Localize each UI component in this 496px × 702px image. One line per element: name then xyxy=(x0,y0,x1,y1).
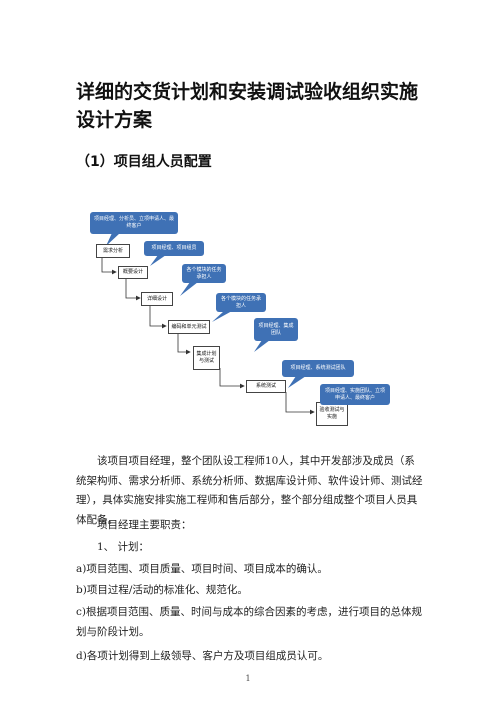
paragraph-pm-duties: 项目经理主要职责： xyxy=(97,519,192,531)
connector-4 xyxy=(177,334,191,355)
stage-box-system-test: 系统测试 xyxy=(246,380,286,393)
callout-tail-5 xyxy=(254,340,270,352)
stage-box-coding-unit-test: 编码和单元测试 xyxy=(168,320,210,334)
callout-tail-4 xyxy=(212,311,232,322)
callout-acceptance-roles: 项目经理、实施团队、立项申请人、最终客户 xyxy=(320,384,390,405)
stage-box-acceptance: 验收测试与实施 xyxy=(316,402,348,426)
paragraph-team-overview: 该项目项目经理，整个团队设工程师10人，其中开发部涉及成员（系统架构师、需求分析… xyxy=(76,455,423,526)
callout-tail-3 xyxy=(180,282,198,296)
callout-integration-roles: 项目经理、集成团队 xyxy=(254,318,298,341)
paragraph-plan-heading: 1、 计划： xyxy=(97,541,150,553)
stage-box-requirements: 需求分析 xyxy=(96,244,130,258)
stage-box-integration: 集成计划与测试 xyxy=(193,346,220,370)
callout-system-test-roles: 项目经理、系统测试团队 xyxy=(282,360,354,377)
connector-1 xyxy=(101,258,117,275)
connector-3 xyxy=(149,306,167,329)
section-heading: （1）项目组人员配置 xyxy=(76,154,212,170)
callout-requirements-roles: 项目经理、分析员、立项申请人、最终客户 xyxy=(90,212,178,234)
callout-overview-roles: 项目经理、项目组员 xyxy=(144,241,204,256)
callout-tail-1 xyxy=(106,233,120,246)
connector-5 xyxy=(219,368,245,389)
diagram-connectors xyxy=(101,233,342,415)
connector-2 xyxy=(125,278,141,301)
callout-detailed-roles: 各个模块的任务承担人 xyxy=(182,264,226,283)
stage-box-overview-design: 概要设计 xyxy=(118,266,148,279)
callout-tail-2 xyxy=(150,255,166,266)
stage-box-detailed-design: 详细设计 xyxy=(141,292,173,306)
paragraph-item-a: a)项目范围、项目质量、项目时间、项目成本的确认。 xyxy=(76,563,328,575)
paragraph-item-c: c)根据项目范围、质量、时间与成本的综合因素的考虑，进行项目的总体规划与阶段计划… xyxy=(76,606,422,638)
callout-coding-roles: 各个模块的任务承担人 xyxy=(216,293,266,312)
document-title: 详细的交货计划和安装调试验收组织实施设计方案 xyxy=(76,81,419,131)
callout-tail-6 xyxy=(288,376,306,388)
paragraph-item-d: d)各项计划得到上级领导、客户方及项目组成员认可。 xyxy=(76,650,329,662)
connector-6 xyxy=(285,392,315,415)
page-number: 1 xyxy=(245,674,251,683)
paragraph-item-b: b)项目过程/活动的标准化、规范化。 xyxy=(76,584,248,596)
waterfall-diagram: 需求分析 概要设计 详细设计 编码和单元测试 集成计划与测试 系统测试 验收测试… xyxy=(90,212,390,426)
